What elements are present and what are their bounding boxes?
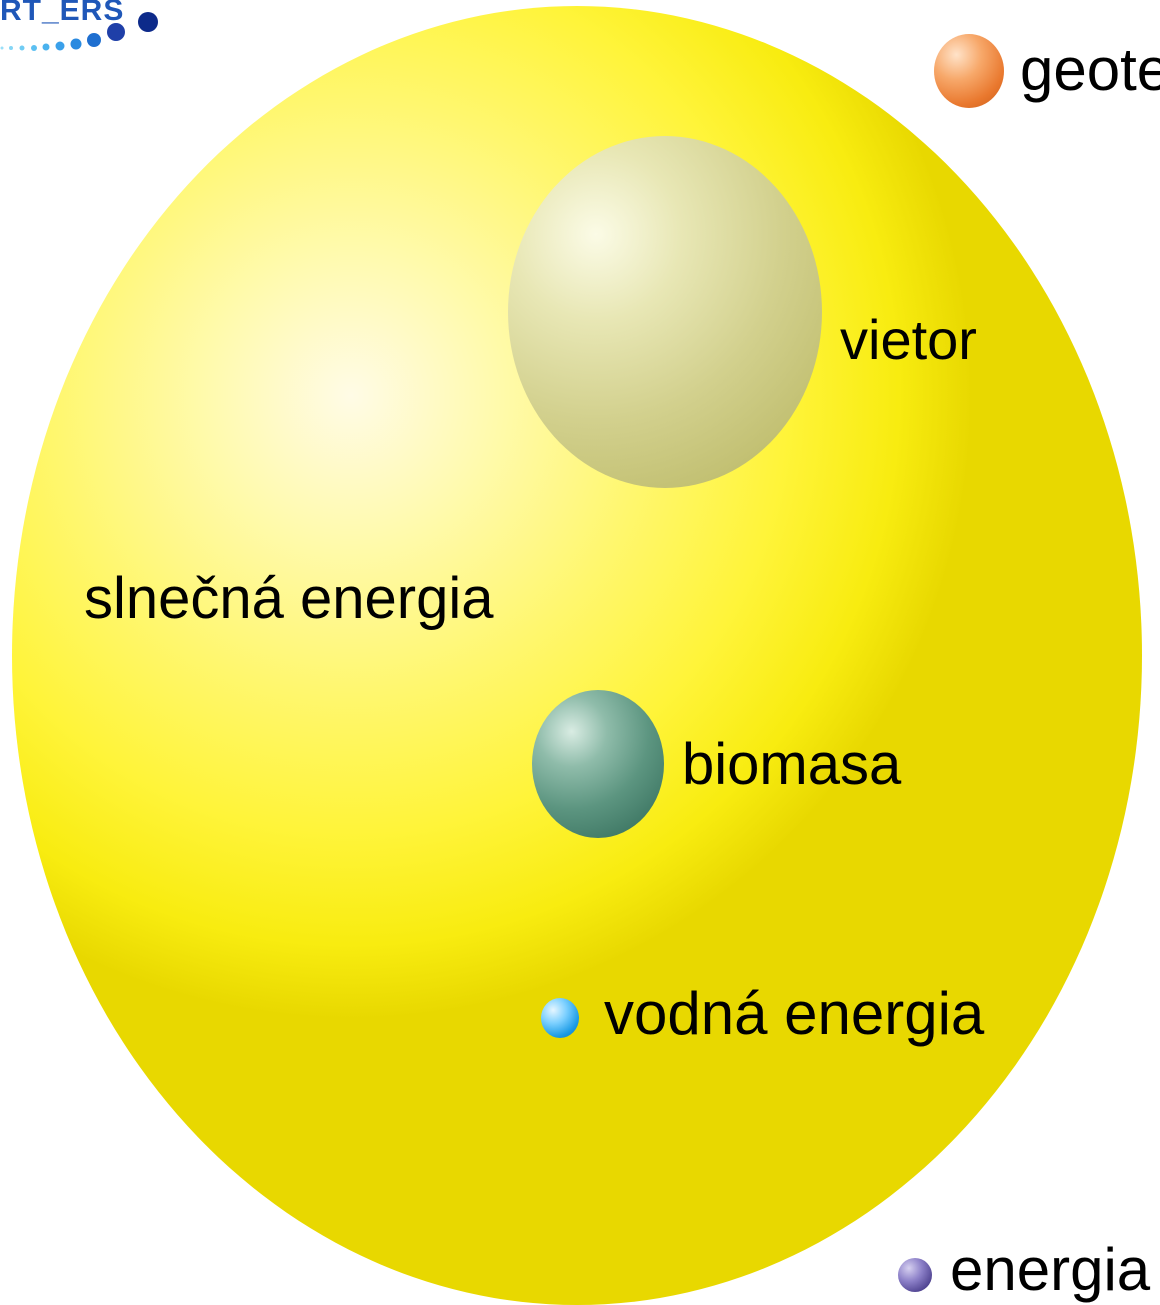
biomass-sphere [532, 690, 664, 838]
logo: RT_ERS [0, 0, 170, 60]
hydro-label: vodná energia [604, 980, 985, 1047]
energy-label: energia [950, 1236, 1151, 1303]
energy-sphere [898, 1258, 932, 1292]
biomass-label: biomasa [682, 732, 902, 797]
geothermal-label: geote [1020, 36, 1160, 103]
wind-label: vietor [840, 308, 977, 371]
geothermal-sphere [934, 34, 1004, 108]
logo-dots-icon [0, 12, 158, 51]
wind-sphere [508, 136, 822, 488]
logo-text: RT_ERS [0, 0, 125, 27]
solar-energy-label: slnečná energia [84, 566, 494, 631]
hydro-sphere [541, 998, 579, 1038]
